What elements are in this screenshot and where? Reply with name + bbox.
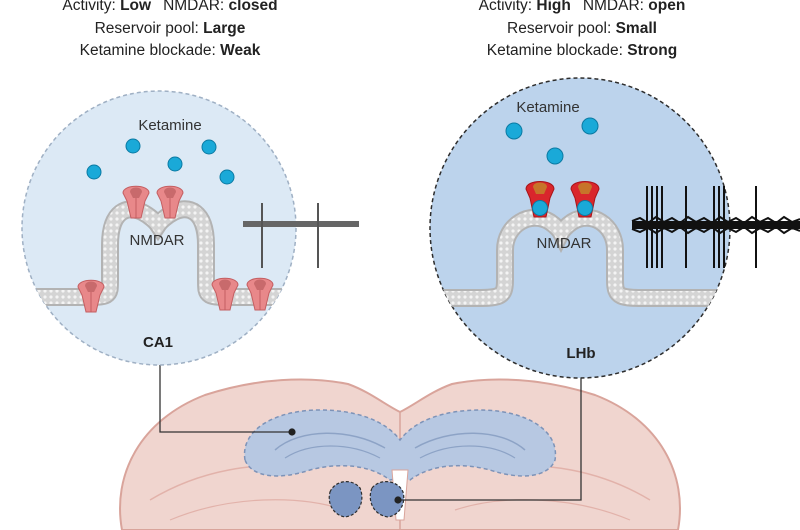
ketamine-molecule — [219, 169, 235, 185]
ca1-connector-line — [159, 365, 290, 433]
ca1-activity-trace — [243, 203, 359, 268]
activity-value: Low — [120, 0, 152, 14]
ca1-condition-summary: Activity: Low NMDAR: closed Reservoir poo… — [0, 0, 350, 63]
blockade-value: Weak — [220, 42, 261, 59]
lhb-magnified-panel: Ketamine NMDAR LHb — [429, 77, 731, 379]
ketamine-molecule — [201, 139, 217, 155]
nmdar-label: NMDAR: — [163, 0, 225, 14]
nmdar-value: open — [648, 0, 686, 14]
ketamine-label: Ketamine — [138, 117, 201, 134]
ketamine-molecule — [125, 138, 141, 154]
ketamine-molecule — [167, 156, 183, 172]
ketamine-molecule — [546, 147, 564, 165]
blockade-label: Ketamine blockade: — [486, 42, 623, 59]
ketamine-molecule — [86, 164, 102, 180]
lhb-connector-line — [400, 378, 582, 501]
nmdar-label: NMDAR — [537, 235, 592, 252]
ca1-magnified-panel: Ketamine NMDAR CA1 — [21, 90, 297, 366]
activity-label: Activity: — [62, 0, 116, 14]
reservoir-label: Reservoir pool: — [94, 19, 199, 37]
lhb-activity-line: Activity: High NMDAR: open — [402, 0, 762, 18]
ketamine-molecule — [581, 117, 599, 135]
reservoir-value: Large — [203, 19, 246, 37]
hippocampus-region — [243, 409, 557, 481]
region-label-ca1: CA1 — [143, 334, 173, 351]
blockade-label: Ketamine blockade: — [79, 42, 216, 59]
brain-coronal-section — [119, 378, 681, 530]
ketamine-molecule — [505, 122, 523, 140]
ketamine-in-channel — [532, 200, 548, 216]
ca1-reservoir-line: Reservoir pool: Large — [0, 18, 350, 41]
ca1-blockade-line: Ketamine blockade: Weak — [0, 40, 350, 63]
nmdar-label: NMDAR — [130, 232, 185, 249]
activity-label: Activity: — [478, 0, 533, 14]
habenula-left — [328, 481, 363, 518]
nmdar-label: NMDAR: — [582, 0, 644, 14]
activity-value: High — [536, 0, 571, 14]
region-label-lhb: LHb — [566, 345, 595, 362]
lhb-condition-summary: Activity: High NMDAR: open Reservoir pool… — [402, 0, 762, 63]
reservoir-label: Reservoir pool: — [507, 19, 612, 37]
nmdar-value: closed — [228, 0, 278, 14]
ca1-activity-line: Activity: Low NMDAR: closed — [0, 0, 350, 18]
reservoir-value: Small — [615, 19, 657, 37]
lhb-activity-trace — [631, 186, 800, 268]
habenula-right — [369, 481, 405, 518]
ketamine-label: Ketamine — [516, 99, 579, 116]
lhb-blockade-line: Ketamine blockade: Strong — [402, 40, 762, 63]
ketamine-in-channel — [577, 200, 593, 216]
blockade-value: Strong — [627, 42, 678, 59]
lhb-reservoir-line: Reservoir pool: Small — [402, 18, 762, 41]
